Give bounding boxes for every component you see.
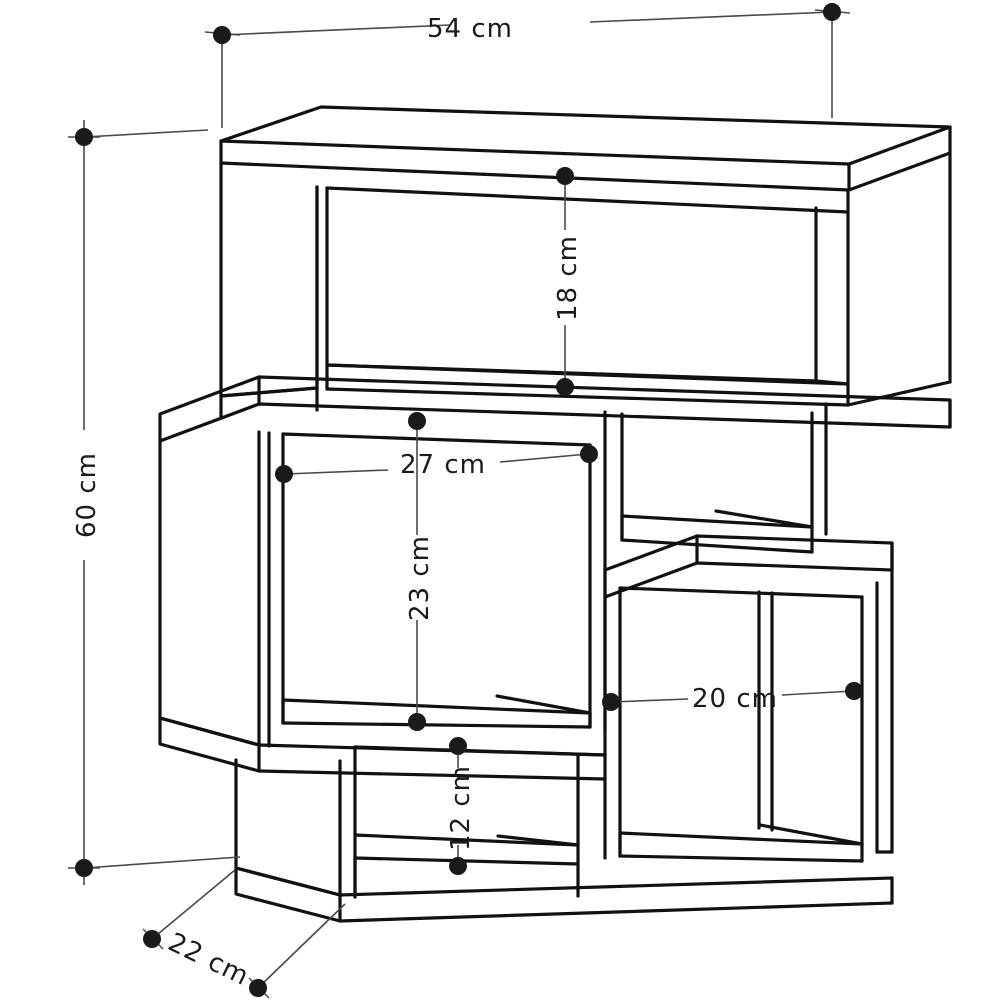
dim-endpoint-marker <box>408 713 426 731</box>
right-compartment <box>603 568 894 863</box>
dim-endpoint-marker <box>249 979 267 997</box>
dim-endpoint-marker <box>556 167 574 185</box>
mid-top-board <box>158 375 952 443</box>
dim-endpoint-marker <box>143 930 161 948</box>
dimension-annotations <box>68 3 863 999</box>
dim-label-depth: 22 cm <box>163 927 253 992</box>
dim-endpoint-marker <box>602 693 620 711</box>
dim-endpoint-marker <box>449 857 467 875</box>
dim-endpoint-marker <box>580 445 598 463</box>
dim-label-top-compartment-height: 18 cm <box>553 235 583 321</box>
dim-22cm <box>142 869 346 999</box>
top-compartment <box>219 105 952 420</box>
right-upper-bay <box>620 402 828 554</box>
dim-label-middle-width: 27 cm <box>400 450 486 480</box>
dim-endpoint-marker <box>75 128 93 146</box>
shelf-unit-geometry <box>158 105 952 923</box>
dim-endpoint-marker <box>845 682 863 700</box>
dim-20cm <box>602 682 863 711</box>
bottom-compartment <box>234 745 607 899</box>
dim-12cm <box>449 737 467 875</box>
dim-label-height: 60 cm <box>72 452 102 538</box>
dim-23cm <box>408 412 426 731</box>
dim-endpoint-marker <box>408 412 426 430</box>
dim-endpoint-marker <box>275 465 293 483</box>
dim-label-middle-height: 23 cm <box>405 535 435 621</box>
base-board <box>234 866 894 923</box>
dim-endpoint-marker <box>75 859 93 877</box>
dim-60cm <box>68 120 241 885</box>
dim-18cm <box>556 167 574 396</box>
dim-label-bottom-height: 12 cm <box>446 765 476 851</box>
dim-endpoint-marker <box>823 3 841 21</box>
dim-label-width: 54 cm <box>427 14 513 44</box>
dim-endpoint-marker <box>213 26 231 44</box>
dim-endpoint-marker <box>449 737 467 755</box>
dim-label-right-width: 20 cm <box>692 684 778 714</box>
dim-27cm <box>275 445 598 483</box>
dim-endpoint-marker <box>556 378 574 396</box>
dimension-labels: 54 cm 60 cm 18 cm 27 cm 23 cm 20 cm 12 c… <box>72 14 778 992</box>
middle-left-compartment <box>158 410 607 748</box>
dim-54cm <box>204 3 851 128</box>
